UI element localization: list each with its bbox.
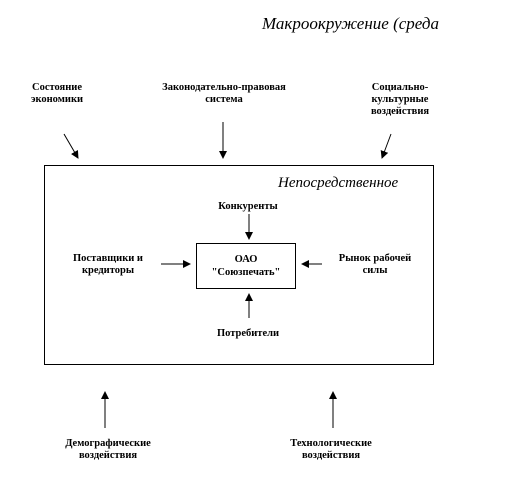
immediate-environment-title: Непосредственное xyxy=(278,175,399,191)
company-box: ОАО "Союзпечать" xyxy=(196,243,296,289)
label-social-cultural: Социально- культурные воздействия xyxy=(370,82,430,117)
company-name-line1: ОАО xyxy=(234,254,258,265)
label-consumers: Потребители xyxy=(216,328,280,339)
label-technological: Технологические воздействия xyxy=(290,438,372,461)
label-legal-system: Законодательно-правовая система xyxy=(162,82,286,105)
label-economy: Состояние экономики xyxy=(30,82,84,105)
company-name-line2: "Союзпечать" xyxy=(211,267,281,278)
arrow-social xyxy=(380,133,392,159)
label-demographic: Демографические воздействия xyxy=(65,438,151,461)
label-labor-market: Рынок рабочей силы xyxy=(338,253,412,276)
arrow-economy xyxy=(63,133,79,159)
diagram-title: Макроокружение (среда xyxy=(262,14,440,33)
immediate-environment-box xyxy=(44,165,434,365)
label-competitors: Конкуренты xyxy=(218,201,278,212)
label-suppliers: Поставщики и кредиторы xyxy=(73,253,143,276)
